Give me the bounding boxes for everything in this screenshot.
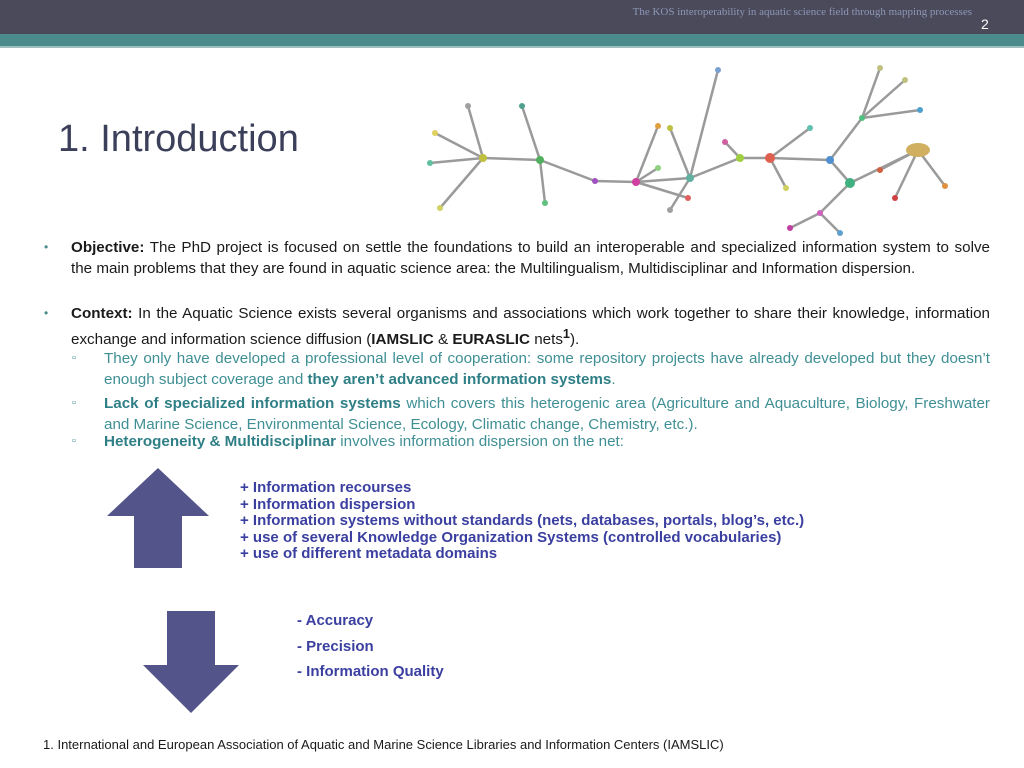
square-bullet-icon: ▫ [72,397,76,409]
sub-bullet-heterogeneity: ▫ Heterogeneity & Multidisciplinar invol… [72,431,990,452]
increase-list: + Information recourses + Information di… [240,479,805,563]
sub-bullet-text: They only have developed a professional … [104,350,990,388]
list-item: + use of different metadata domains [240,545,498,562]
page-number: 2 [981,16,989,32]
footnote: 1. International and European Associatio… [43,737,724,752]
footnote-ref: 1 [562,327,570,341]
ampersand: & [437,331,449,349]
context-close: ). [569,331,580,349]
nets-text: nets [534,331,563,349]
network-graph-image [427,65,948,236]
sub-bullet-cooperation: ▫ They only have developed a professiona… [72,348,990,390]
euraslic-label: EURASLIC [452,331,530,349]
header-bar: The KOS interoperability in aquatic scie… [0,0,1024,34]
bullet-text: In the Aquatic Science exists several or… [71,305,990,349]
sub-bullet-bold: they aren’t advanced information systems [307,371,612,388]
down-arrow-icon [143,611,239,713]
list-item: + Information systems without standards … [240,512,805,529]
list-item: - Accuracy [297,612,374,629]
bullet-label: Context: [71,305,133,322]
list-item: - Precision [297,637,374,655]
list-item: + Information dispersion [240,495,416,513]
bullet-text: The PhD project is focused on settle the… [71,239,990,277]
bullet-context: • Context: In the Aquatic Science exists… [44,303,990,350]
sub-bullet-bold: Heterogeneity & Multidisciplinar [104,433,337,450]
list-item: + Information recourses [240,479,412,496]
sub-bullet-text: involves information dispersion on the n… [336,433,624,450]
bullet-label: Objective: [71,239,145,256]
sub-bullet-lack: ▫ Lack of specialized information system… [72,393,990,435]
slide-title: 1. Introduction [58,118,299,160]
iamslic-label: IAMSLIC [371,331,434,349]
bullet-dot-icon: • [44,306,49,320]
up-arrow-icon [107,468,209,568]
list-item: - Information Quality [297,663,444,680]
decrease-list: - Accuracy - Precision - Information Qua… [297,608,444,685]
header-accent-line [0,46,1024,48]
presentation-title: The KOS interoperability in aquatic scie… [632,6,972,18]
sub-bullet-text: which covers this heterogenic area (Agri… [104,395,990,433]
square-bullet-icon: ▫ [72,352,76,364]
square-bullet-icon: ▫ [72,435,76,447]
bullet-dot-icon: • [44,240,49,254]
list-item: + use of several Knowledge Organization … [240,528,782,546]
sub-bullet-tail: . [611,371,616,388]
header-accent-band [0,34,1024,46]
bullet-objective: • Objective: The PhD project is focused … [44,237,990,279]
sub-bullet-bold: Lack of specialized information systems [104,395,401,412]
